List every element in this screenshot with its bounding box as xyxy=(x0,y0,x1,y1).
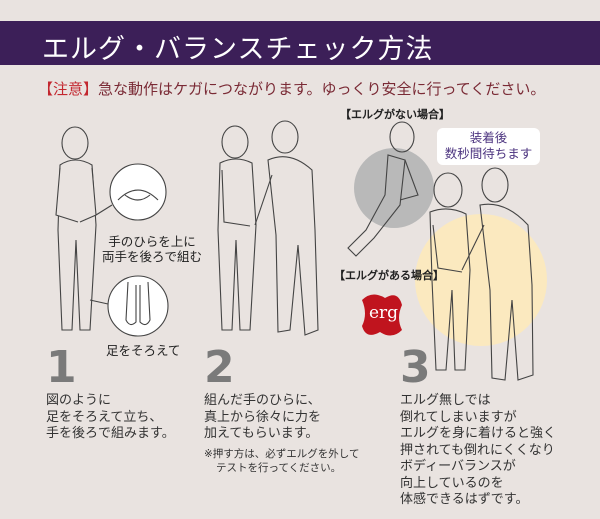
step-line: 体感できるはずです。 xyxy=(400,492,529,507)
header-bar xyxy=(0,21,600,65)
step-line: 手を後ろで組みます。 xyxy=(46,426,175,441)
bubble-line-1: 装着後 xyxy=(469,130,508,145)
step-line: 組んだ手のひらに、 xyxy=(204,393,321,408)
step-2: 2 組んだ手のひらに、 真上から徐々に力を 加えてもらいます。 ※押す方は、必ず… xyxy=(204,342,360,475)
step-1: 1 図のように 足をそろえて立ち、 手を後ろで組みます。 xyxy=(46,342,175,443)
caution-text: 【注意】急な動作はケガにつながります。ゆっくり安全に行ってください。 xyxy=(38,78,545,99)
caution-message: 急な動作はケガにつながります。ゆっくり安全に行ってください。 xyxy=(98,80,546,98)
step-note-line: テストを行ってください。 xyxy=(216,461,342,474)
step-line: ボディーバランスが xyxy=(400,459,516,474)
caution-bracket: 【注意】 xyxy=(38,80,99,98)
step-number: 3 xyxy=(400,342,431,393)
hands-detail-bubble xyxy=(109,163,167,221)
erg-logo: erg xyxy=(369,303,399,323)
step-3: 3 エルグ無しでは 倒れてしまいますが エルグを身に着けると強く 押されても倒れ… xyxy=(400,342,557,509)
step-line: 押されても倒れにくくなり xyxy=(400,442,555,458)
hands-caption: 手のひらを上に 両手を後ろで組む xyxy=(102,234,202,264)
wait-bubble: 装着後 数秒間待ちます xyxy=(437,128,540,165)
step-line: 倒れてしまいますが xyxy=(400,409,517,425)
step-number: 1 xyxy=(46,342,77,393)
step-line: 図のように xyxy=(46,393,112,408)
person-figure-2 xyxy=(217,120,319,336)
step-line: エルグ無しでは xyxy=(400,393,491,408)
step-line: エルグを身に着けると強く xyxy=(400,426,557,441)
without-erg-label: 【エルグがない場合】 xyxy=(340,108,450,121)
erg-logo-shape xyxy=(362,294,402,336)
person-figure-1 xyxy=(55,126,97,331)
step-line: 足をそろえて立ち、 xyxy=(46,409,163,425)
page-title: エルグ・バランスチェック方法 xyxy=(42,34,434,65)
step-note-line: ※押す方は、必ずエルグを外して xyxy=(204,447,360,460)
person-figure-3 xyxy=(429,167,534,381)
person-falling-figure xyxy=(347,121,419,257)
step-number: 2 xyxy=(204,342,235,393)
step-line: 真上から徐々に力を xyxy=(204,409,322,425)
hands-caption-line-1: 手のひらを上に xyxy=(108,234,196,249)
feet-detail-bubble xyxy=(107,275,169,337)
with-erg-label: 【エルグがある場合】 xyxy=(334,269,444,282)
feet-caption: 足をそろえて xyxy=(106,343,181,358)
without-erg-circle xyxy=(354,148,434,228)
step-line: 加えてもらいます。 xyxy=(204,426,319,441)
step-line: 向上しているのを xyxy=(400,475,504,491)
bubble-line-2: 数秒間待ちます xyxy=(444,146,533,161)
with-erg-circle xyxy=(415,214,547,346)
hands-caption-line-2: 両手を後ろで組む xyxy=(102,249,203,264)
